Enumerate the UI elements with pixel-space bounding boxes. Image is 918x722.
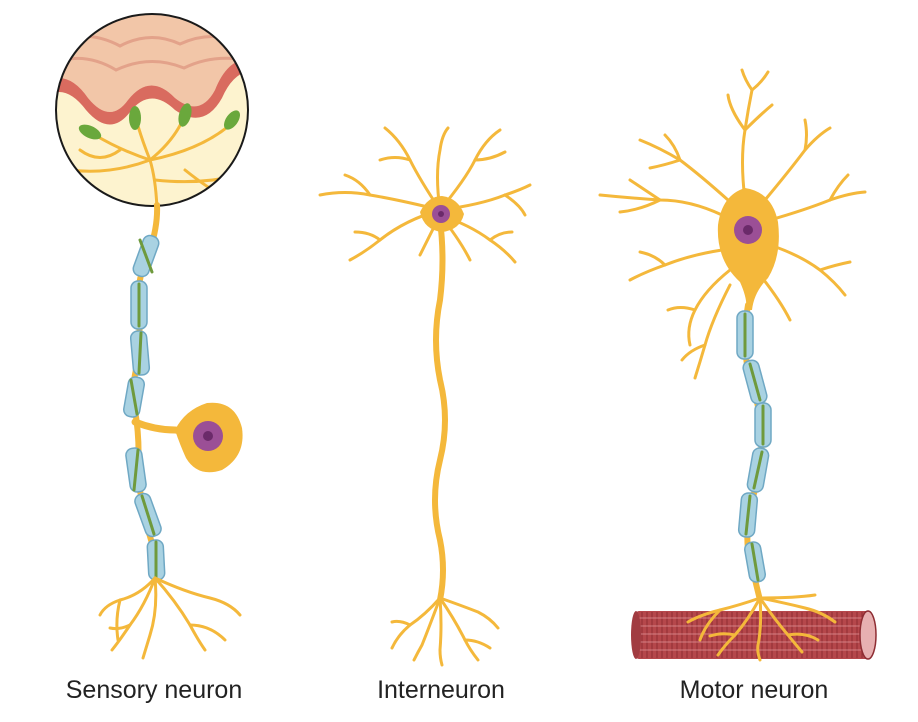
motor-dendrites (598, 68, 867, 380)
sensory-myelin-sheaths (123, 234, 166, 581)
interneuron-axon (432, 217, 448, 603)
sensory-neuron-label: Sensory neuron (65, 676, 243, 704)
sensory-axon-terminals (98, 576, 242, 660)
sensory-neuron (55, 13, 249, 660)
interneuron-cell-body (420, 196, 464, 232)
interneuron-dendrites (318, 126, 532, 264)
motor-neuron-label: Motor neuron (679, 676, 829, 704)
motor-axon-terminals (686, 593, 837, 662)
interneuron (318, 126, 532, 667)
motor-neuron (598, 68, 877, 662)
muscle-fiber (631, 610, 877, 660)
skin-receptor-inset (55, 13, 249, 207)
motor-cell-body (717, 188, 779, 310)
interneuron-axon-terminals (390, 596, 500, 667)
sensory-cell-body (175, 402, 243, 473)
motor-myelin-sheaths (736, 310, 772, 583)
interneuron-label: Interneuron (377, 676, 505, 704)
